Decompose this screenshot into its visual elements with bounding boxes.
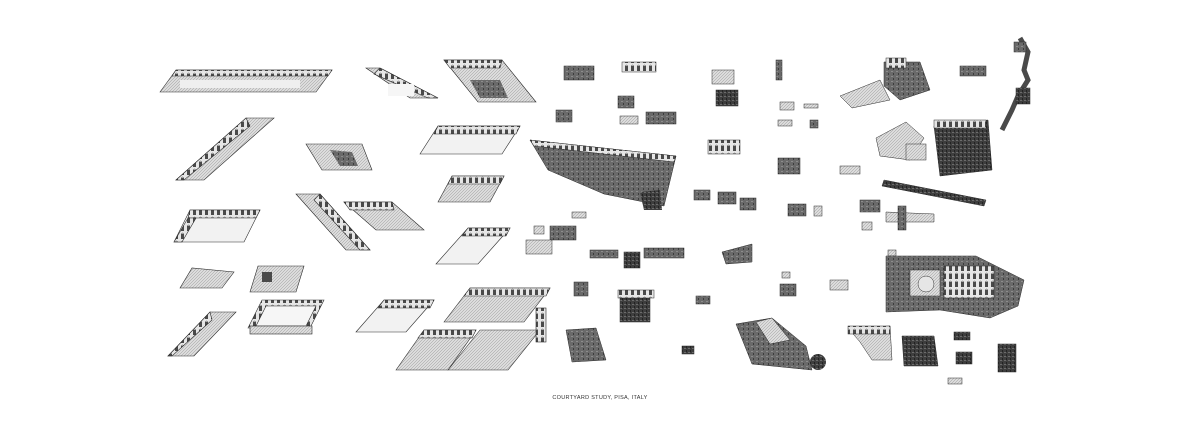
fragment-group-center (525, 61, 695, 363)
fragment-group-right (839, 36, 1031, 385)
fragment-group-center-right (693, 59, 849, 371)
fragment-group-left (159, 69, 333, 357)
drawing-caption: COURTYARD STUDY, PISA, ITALY (552, 395, 648, 401)
fragment-group-center-left (295, 59, 551, 371)
